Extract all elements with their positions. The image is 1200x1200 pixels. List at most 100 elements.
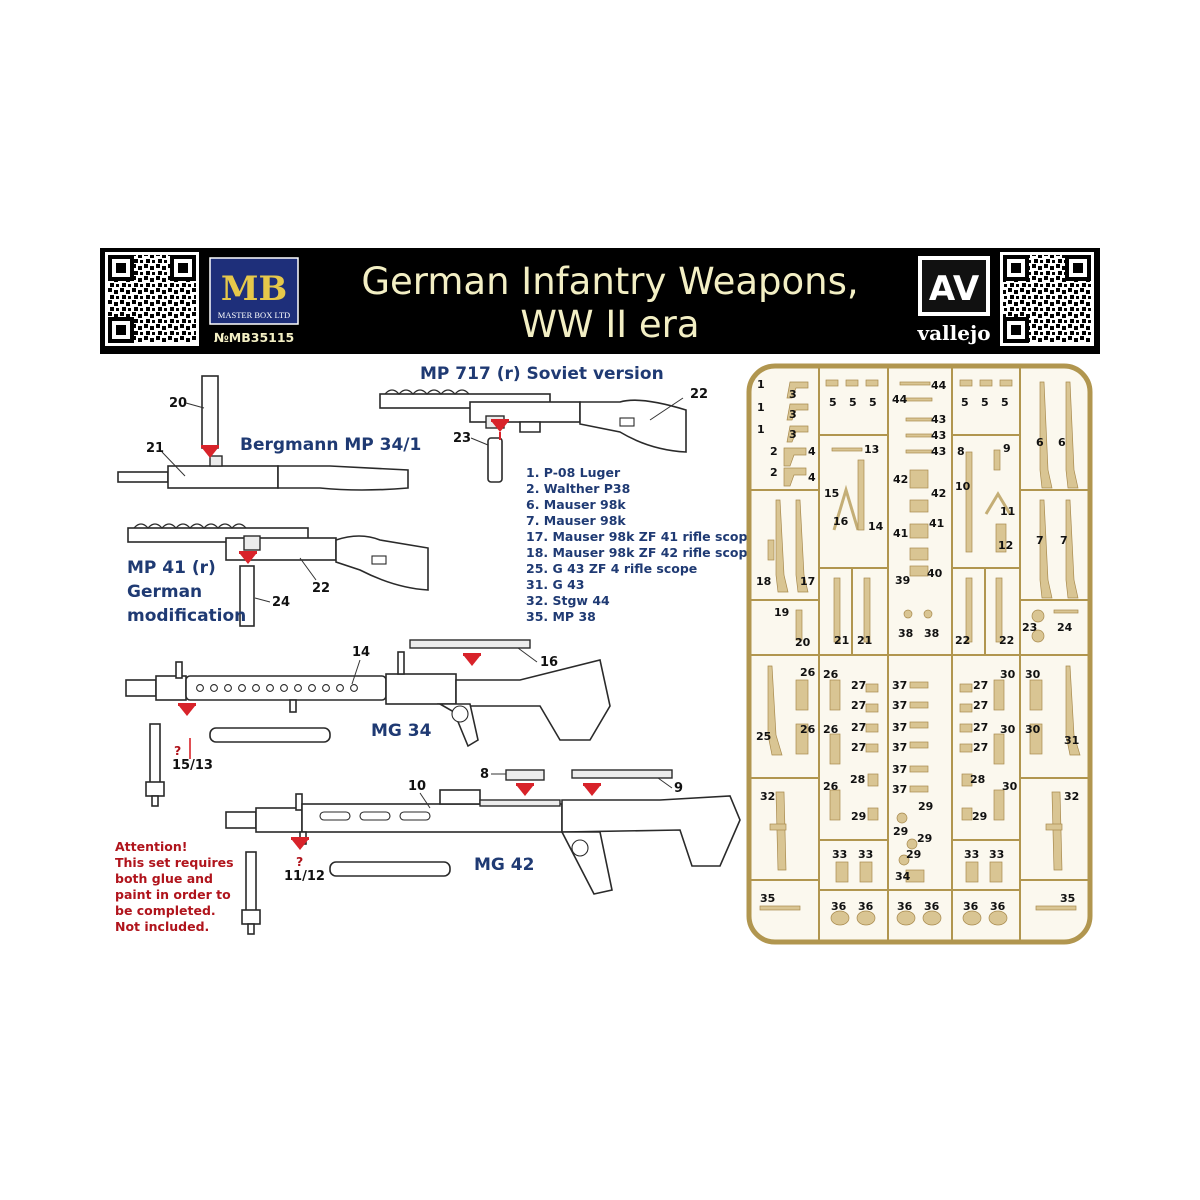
mg34-barrel-holes [196, 684, 358, 692]
svg-text:36: 36 [831, 900, 847, 913]
svg-text:5: 5 [849, 396, 857, 409]
svg-text:This set requires: This set requires [115, 855, 234, 870]
callout-23: 23 [453, 431, 471, 446]
svg-text:16: 16 [833, 515, 849, 528]
svg-text:31: 31 [1064, 734, 1079, 747]
svg-text:27: 27 [851, 699, 866, 712]
mp41-drawing [127, 523, 429, 627]
svg-text:30: 30 [1025, 723, 1041, 736]
mp41-label-line1: MP 41 (r) [127, 558, 216, 578]
svg-text:29: 29 [906, 848, 921, 861]
qr-code-right [1000, 252, 1094, 346]
svg-text:5: 5 [1001, 396, 1009, 409]
question-mark-1: ? [174, 743, 181, 758]
svg-text:7: 7 [1060, 534, 1068, 547]
svg-text:26: 26 [823, 668, 839, 681]
svg-text:37: 37 [892, 721, 907, 734]
qr-code-left [105, 252, 199, 346]
svg-text:29: 29 [918, 800, 933, 813]
mp41-label-line3: modification [127, 606, 246, 626]
svg-text:21: 21 [857, 634, 872, 647]
svg-text:3: 3 [789, 408, 797, 421]
legend-item: 7. Mauser 98k [526, 513, 626, 528]
mg34-label: MG 34 [371, 721, 432, 741]
svg-text:30: 30 [1002, 780, 1018, 793]
callout-14: 14 [352, 645, 370, 660]
svg-text:38: 38 [898, 627, 913, 640]
svg-text:11: 11 [1000, 505, 1015, 518]
callout-9: 9 [674, 781, 683, 796]
svg-text:13: 13 [864, 443, 879, 456]
svg-text:18: 18 [756, 575, 771, 588]
svg-text:8: 8 [957, 445, 965, 458]
svg-text:4: 4 [808, 471, 816, 484]
svg-text:30: 30 [1025, 668, 1041, 681]
callout-24: 24 [272, 595, 290, 610]
svg-text:39: 39 [895, 574, 910, 587]
title-line-1: German Infantry Weapons, [361, 260, 858, 303]
svg-text:29: 29 [972, 810, 987, 823]
svg-text:7: 7 [1036, 534, 1044, 547]
svg-text:35: 35 [1060, 892, 1075, 905]
sprue-part-numbers: 1 1 1 3 3 3 2 2 4 4 5 5 5 5 5 5 44 44 43… [756, 378, 1079, 913]
svg-text:14: 14 [868, 520, 884, 533]
legend-item: 2. Walther P38 [526, 481, 630, 496]
bergmann-label: Bergmann MP 34/1 [240, 435, 421, 455]
weapon-legend: 1. P-08 Luger 2. Walther P38 6. Mauser 9… [526, 465, 756, 624]
svg-text:43: 43 [931, 445, 946, 458]
svg-text:27: 27 [851, 721, 866, 734]
svg-text:32: 32 [760, 790, 775, 803]
svg-text:be completed.: be completed. [115, 903, 216, 918]
svg-text:paint in order to: paint in order to [115, 887, 231, 902]
svg-text:44: 44 [931, 379, 947, 392]
callout-15-13: 15/13 [172, 758, 213, 773]
svg-text:37: 37 [892, 699, 907, 712]
svg-text:15: 15 [824, 487, 839, 500]
svg-text:22: 22 [955, 634, 970, 647]
svg-text:43: 43 [931, 429, 946, 442]
svg-text:37: 37 [892, 783, 907, 796]
vallejo-text: vallejo [916, 321, 990, 345]
svg-text:Not included.: Not included. [115, 919, 209, 934]
legend-item: 25. G 43 ZF 4 rifle scope [526, 561, 697, 576]
svg-text:27: 27 [973, 699, 988, 712]
av-logo-text: AV [929, 269, 980, 309]
mg42-label: MG 42 [474, 855, 534, 875]
svg-text:38: 38 [924, 627, 939, 640]
svg-text:30: 30 [1000, 723, 1016, 736]
bergmann-drawing [117, 375, 409, 491]
svg-text:1: 1 [757, 423, 765, 436]
svg-text:26: 26 [800, 666, 816, 679]
svg-text:42: 42 [893, 473, 908, 486]
svg-text:5: 5 [981, 396, 989, 409]
attention-note: Attention! This set requires both glue a… [115, 839, 234, 934]
svg-text:28: 28 [970, 773, 985, 786]
svg-text:36: 36 [963, 900, 979, 913]
legend-item: 6. Mauser 98k [526, 497, 626, 512]
mg42-bipod [241, 851, 451, 935]
svg-text:3: 3 [789, 388, 797, 401]
svg-text:2: 2 [770, 445, 778, 458]
svg-text:21: 21 [834, 634, 849, 647]
svg-text:6: 6 [1036, 436, 1044, 449]
svg-text:30: 30 [1000, 668, 1016, 681]
svg-text:35: 35 [760, 892, 775, 905]
svg-text:26: 26 [823, 723, 839, 736]
mg34-drawing [125, 639, 611, 748]
svg-text:33: 33 [964, 848, 979, 861]
callout-11-12: 11/12 [284, 869, 325, 884]
svg-text:27: 27 [973, 679, 988, 692]
callout-8: 8 [480, 767, 489, 782]
svg-text:29: 29 [893, 825, 908, 838]
svg-text:36: 36 [897, 900, 913, 913]
svg-text:19: 19 [774, 606, 789, 619]
svg-text:36: 36 [858, 900, 874, 913]
mg42-drawing [225, 769, 741, 895]
mb-logo-text: MB [221, 269, 287, 309]
svg-text:37: 37 [892, 763, 907, 776]
svg-text:both glue and: both glue and [115, 871, 213, 886]
vallejo-logo: AV vallejo [916, 256, 991, 345]
legend-item: 31. G 43 [526, 577, 585, 592]
svg-text:29: 29 [917, 832, 932, 845]
svg-text:5: 5 [961, 396, 969, 409]
